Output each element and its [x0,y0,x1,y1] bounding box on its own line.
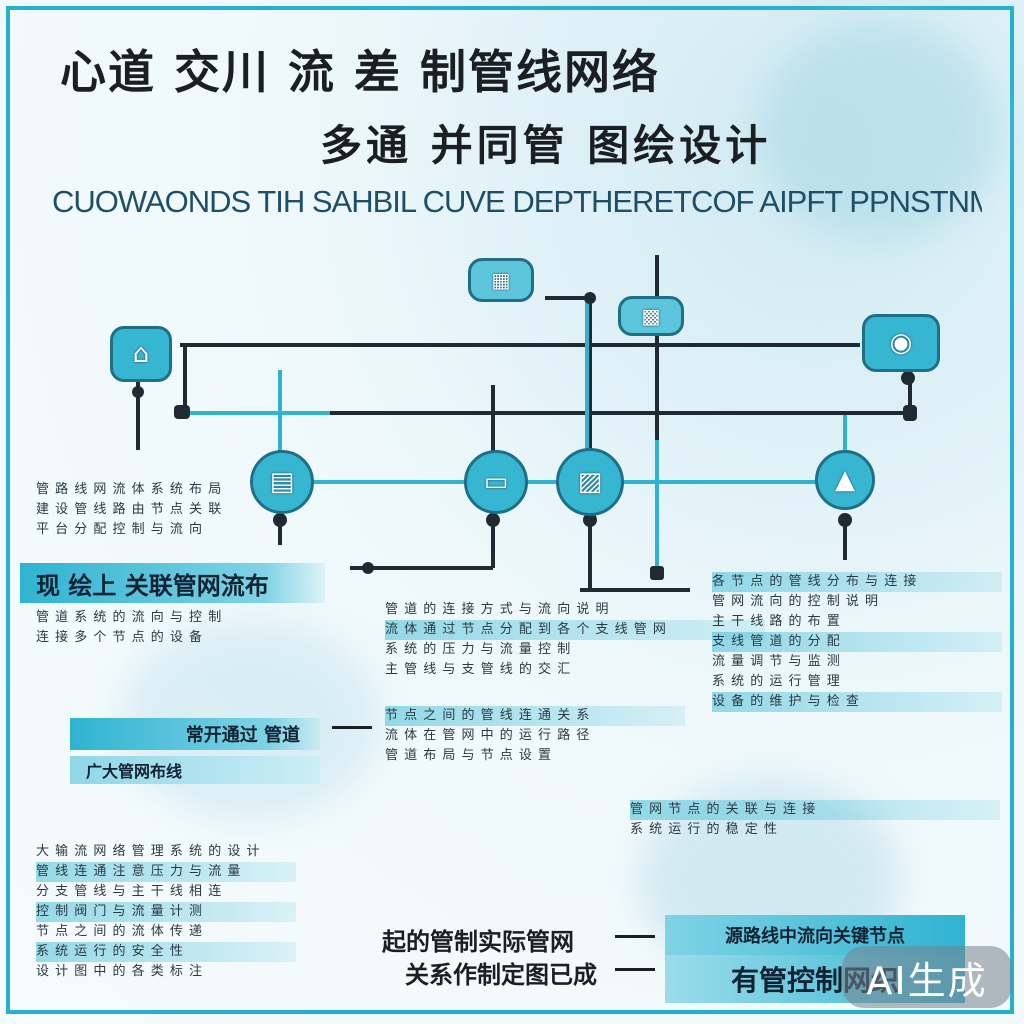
text-line: 流 量 调 节 与 监 测 [712,654,841,669]
text-line: 管 网 流 向 的 控 制 说 明 [712,594,880,609]
text-line: 管 路 线 网 流 体 系 统 布 局 [36,482,223,497]
terminal-dot [901,371,915,385]
poster-frame [6,6,1014,1014]
terminal-cap [174,405,190,419]
text-line: 管 道 系 统 的 流 向 与 控 制 [36,610,223,625]
text-block-center-mid: 管 道 的 连 接 方 式 与 流 向 说 明 流 体 通 过 节 点 分 配 … [385,600,765,690]
text-line: 节 点 之 间 的 管 线 连 通 关 系 [385,706,685,726]
title-line-1: 心道 交川 流 差 制管线网络 [60,45,661,96]
text-block-center-low: 节 点 之 间 的 管 线 连 通 关 系 流 体 在 管 网 中 的 运 行 … [385,706,685,772]
text-line: 平 台 分 配 控 制 与 流 向 [36,522,204,537]
cyan-lines [185,298,847,575]
text-line: 管 道 的 连 接 方 式 与 流 向 说 明 [385,602,610,617]
house-icon: ⌂ [132,339,150,369]
laptop-icon: ▭ [483,467,509,497]
text-line: 大 输 流 网 络 管 理 系 统 的 设 计 [36,844,261,859]
ticket-node: ▦ [468,258,534,302]
text-line: 系 统 运 行 的 安 全 性 [36,942,296,962]
text-line: 系 统 运 行 的 稳 定 性 [630,822,778,837]
terminal-cap [903,405,917,421]
printer-node: ▩ [618,296,684,336]
text-line: 系 统 的 运 行 管 理 [712,674,841,689]
text-line: 流 体 在 管 网 中 的 运 行 路 径 [385,728,591,743]
text-line: 管 线 连 通 注 意 压 力 与 流 量 [36,862,296,882]
text-line: 系 统 的 压 力 与 流 量 控 制 [385,642,572,657]
text-line: 控 制 阀 门 与 流 量 计 测 [36,902,296,922]
bus-node: ▤ [250,450,314,514]
bottom-caption-1: 起的管制实际管网 [382,927,574,956]
factory-node: ▲ [815,450,875,510]
terminal-dot [838,513,852,527]
shop-node: ▨ [556,448,624,516]
ticket-icon: ▦ [491,268,511,292]
left-sub-banner-1: 常开通过 管道 [70,718,320,750]
text-line: 设 计 图 中 的 各 类 标 注 [36,964,204,979]
text-block-left-mid: 管 道 系 统 的 流 向 与 控 制 连 接 多 个 节 点 的 设 备 [36,608,316,658]
text-line: 主 管 线 与 支 管 线 的 交 汇 [385,662,572,677]
terminal-dot [486,513,500,527]
printer-icon: ▩ [641,304,661,328]
terminals [132,292,917,580]
text-line: 连 接 多 个 节 点 的 设 备 [36,630,204,645]
left-sub-banner-2: 广大管网布线 [70,756,320,784]
connector-dash [332,726,372,729]
text-line: 节 点 之 间 的 流 体 传 递 [36,924,204,939]
text-line: 流 体 通 过 节 点 分 配 到 各 个 支 线 管 网 [385,620,765,640]
subtitle: CUOWAONDS TIH SAHBIL CUVE DEPTHERETCOF A… [52,184,982,219]
text-line: 管 道 布 局 与 节 点 设 置 [385,748,553,763]
text-line: 分 支 管 线 与 主 干 线 相 连 [36,884,223,899]
shop-icon: ▨ [577,467,603,497]
text-line: 主 干 线 路 的 布 置 [712,614,841,629]
text-block-right-low: 管 网 节 点 的 关 联 与 连 接 系 统 运 行 的 稳 定 性 [630,800,1000,844]
terminal-dot [362,562,374,574]
ai-generated-badge: AI生成 [842,946,1012,1008]
bottom-caption-2: 关系作制定图已成 [405,960,597,989]
terminal-cap [650,566,664,580]
text-line: 管 网 节 点 的 关 联 与 连 接 [630,800,1000,820]
camera-icon: ◉ [889,328,913,358]
text-line: 建 设 管 线 路 由 节 点 关 联 [36,502,223,517]
text-block-right-mid: 各 节 点 的 管 线 分 布 与 连 接 管 网 流 向 的 控 制 说 明 … [712,572,1002,732]
factory-icon: ▲ [835,465,855,495]
bus-icon: ▤ [269,467,295,497]
title-line-2: 多通 并同管 图绘设计 [320,121,772,170]
laptop-node: ▭ [464,450,528,514]
text-line: 支 线 管 道 的 分 配 [712,632,1002,652]
background-wash [760,20,1000,240]
terminal-dot [583,513,597,527]
house-node: ⌂ [110,326,172,382]
text-line: 设 备 的 维 护 与 检 查 [712,692,1002,712]
text-block-left-bottom: 大 输 流 网 络 管 理 系 统 的 设 计 管 线 连 通 注 意 压 力 … [36,842,296,992]
text-block-left-top: 管 路 线 网 流 体 系 统 布 局 建 设 管 线 路 由 节 点 关 联 … [36,480,256,560]
terminal-dot [584,292,596,304]
camera-node: ◉ [862,314,940,372]
terminal-dot [273,513,287,527]
left-main-banner: 现 绘上 关联管网流布 [20,563,325,603]
terminal-dot [132,386,144,398]
text-line: 各 节 点 的 管 线 分 布 与 连 接 [712,572,1002,592]
connector-dash [615,968,655,971]
connector-dash [615,935,655,938]
